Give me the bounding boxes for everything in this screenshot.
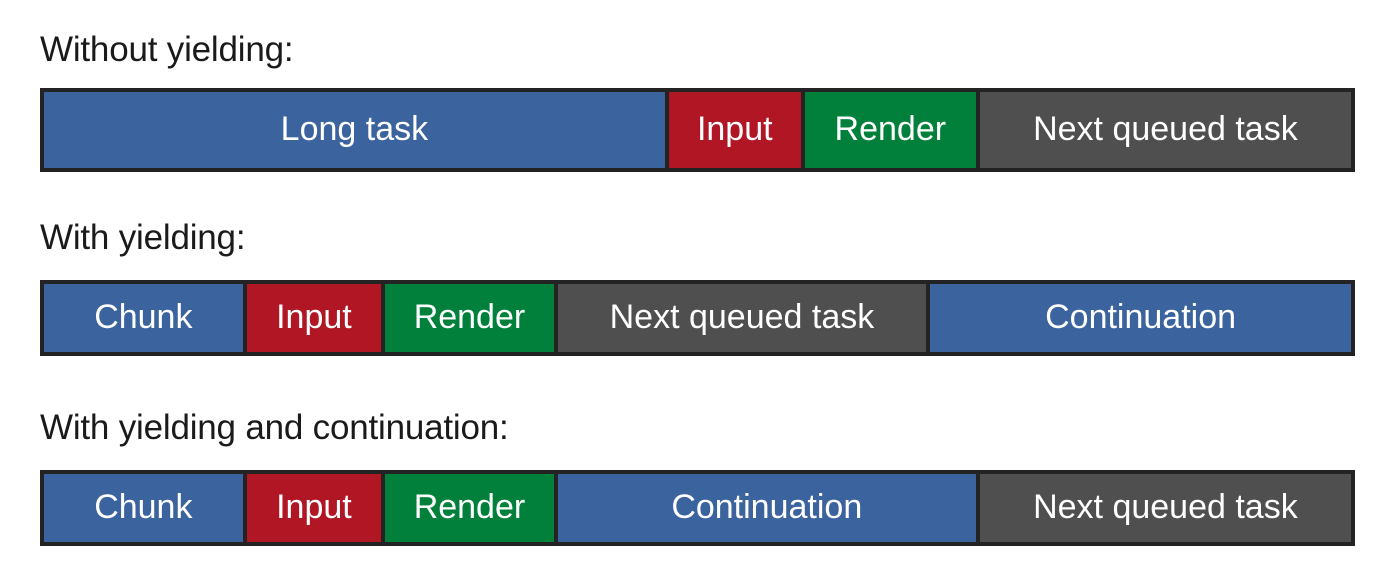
segment-continuation: Continuation — [926, 284, 1351, 352]
segment-next-queued-task: Next queued task — [975, 92, 1351, 168]
segment-input: Input — [242, 474, 382, 542]
segment-label: Long task — [280, 110, 429, 148]
segment-label: Chunk — [94, 488, 193, 526]
timeline-bar-with-yielding: Chunk Input Render Next queued task Cont… — [40, 280, 1355, 356]
segment-render: Render — [381, 284, 554, 352]
segment-label: Render — [834, 110, 947, 148]
segment-label: Input — [276, 488, 352, 526]
segment-label: Next queued task — [1033, 488, 1298, 526]
segment-chunk: Chunk — [44, 284, 243, 352]
row-label-without-yielding: Without yielding: — [40, 30, 294, 69]
timeline-row-with-yielding-and-continuation: With yielding and continuation: Chunk In… — [0, 408, 1396, 553]
segment-label: Render — [413, 488, 526, 526]
segment-label: Continuation — [1045, 298, 1237, 336]
segment-next-queued-task: Next queued task — [553, 284, 927, 352]
segment-label: Next queued task — [1033, 110, 1298, 148]
timeline-bar-with-yielding-and-continuation: Chunk Input Render Continuation Next que… — [40, 470, 1355, 546]
row-label-with-yielding-and-continuation: With yielding and continuation: — [40, 408, 509, 447]
segment-render: Render — [800, 92, 976, 168]
timeline-row-with-yielding: With yielding: Chunk Input Render Next q… — [0, 218, 1396, 363]
timeline-bar-without-yielding: Long task Input Render Next queued task — [40, 88, 1355, 172]
segment-label: Input — [696, 110, 773, 148]
segment-continuation: Continuation — [553, 474, 976, 542]
segment-label: Next queued task — [609, 298, 875, 336]
segment-input: Input — [242, 284, 382, 352]
segment-input: Input — [664, 92, 801, 168]
segment-label: Chunk — [94, 298, 193, 336]
segment-label: Render — [413, 298, 526, 336]
row-label-with-yielding: With yielding: — [40, 218, 246, 257]
segment-next-queued-task: Next queued task — [975, 474, 1351, 542]
segment-label: Continuation — [671, 488, 863, 526]
segment-render: Render — [381, 474, 554, 542]
segment-chunk: Chunk — [44, 474, 243, 542]
timeline-row-without-yielding: Without yielding: Long task Input Render… — [0, 30, 1396, 180]
segment-label: Input — [276, 298, 352, 336]
segment-long-task: Long task — [44, 92, 665, 168]
